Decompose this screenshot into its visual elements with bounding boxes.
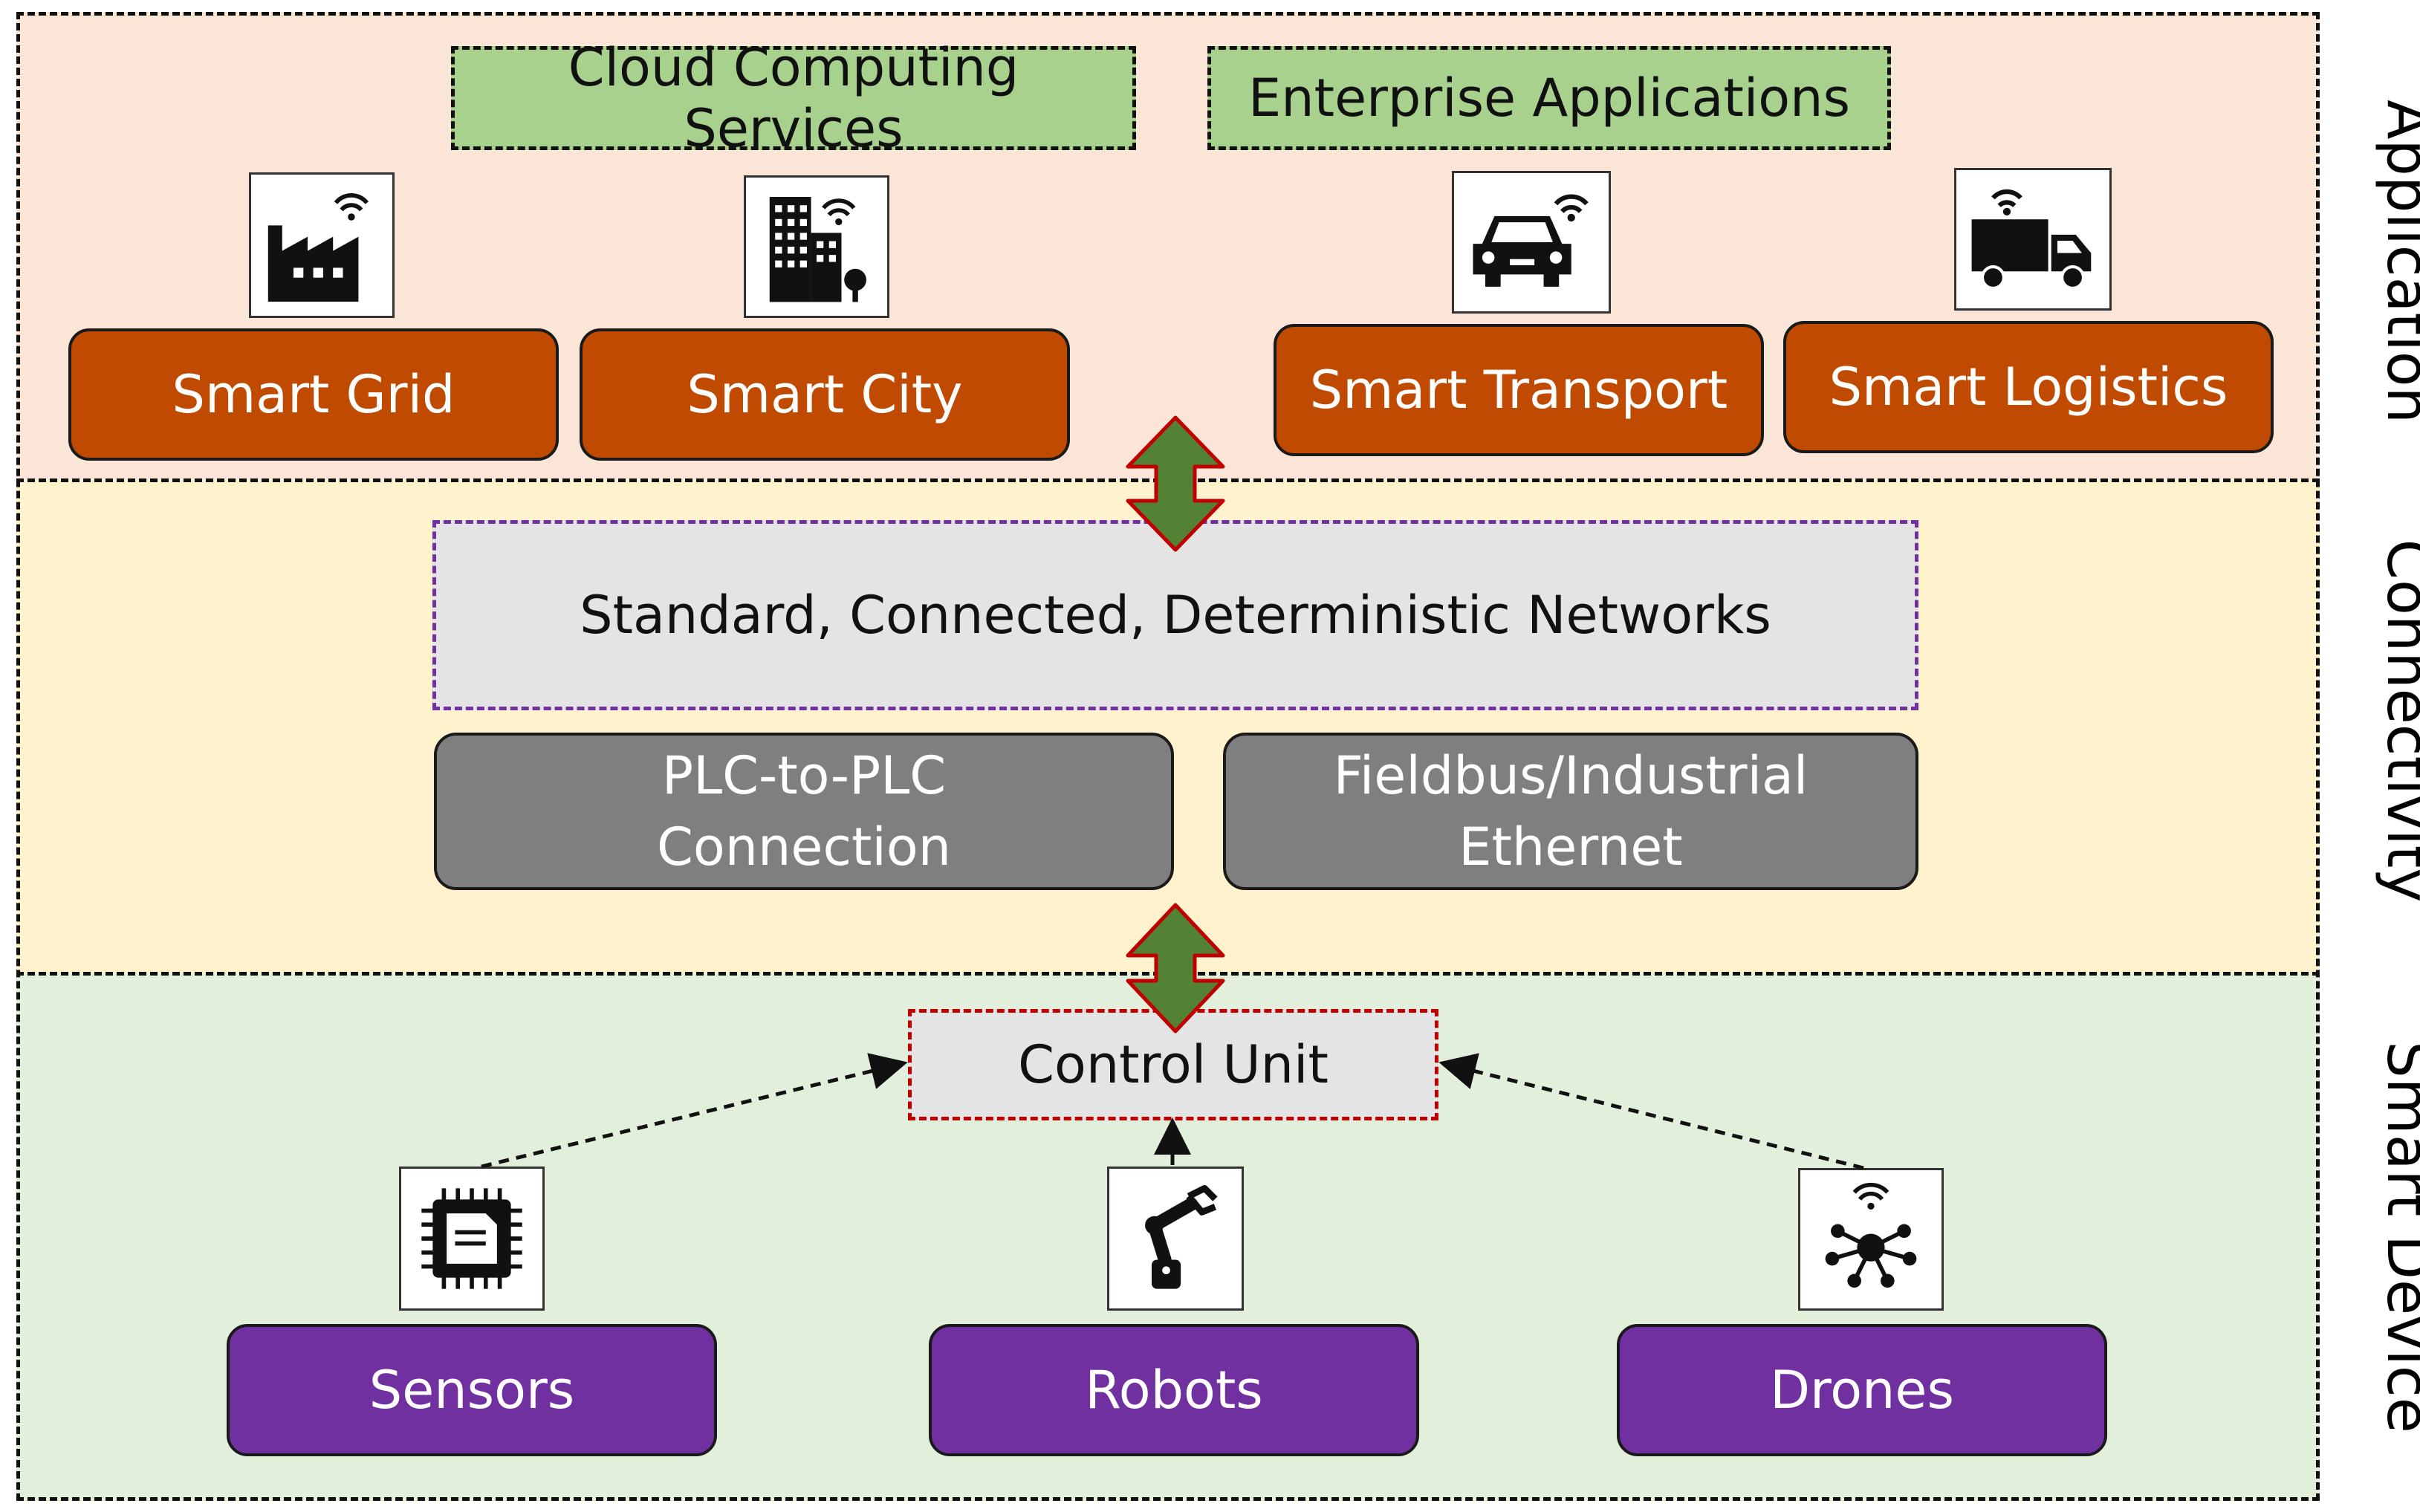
smart-logistics-button[interactable]: Smart Logistics	[1783, 321, 2274, 453]
drones-to-control-arrow	[1438, 1053, 1864, 1170]
smart-city-button[interactable]: Smart City	[580, 328, 1070, 461]
fieldbus-industrial-ethernet-button[interactable]: Fieldbus/Industrial Ethernet	[1223, 733, 1918, 890]
chip-icon	[399, 1167, 545, 1311]
connectivity-device-double-arrow	[1126, 903, 1225, 1034]
sensors-button[interactable]: Sensors	[227, 1324, 717, 1456]
plc-to-plc-connection-button[interactable]: PLC-to-PLC Connection	[434, 733, 1174, 890]
enterprise-applications-box[interactable]: Enterprise Applications	[1207, 46, 1891, 150]
network-hub-wifi-icon	[1798, 1168, 1944, 1311]
truck-wifi-icon	[1954, 168, 2112, 311]
sensors-to-control-arrow	[481, 1053, 908, 1169]
robot-arm-icon	[1107, 1167, 1244, 1311]
smart-grid-button[interactable]: Smart Grid	[68, 328, 559, 461]
cloud-computing-services-box[interactable]: Cloud Computing Services	[451, 37, 1136, 159]
factory-wifi-icon	[249, 172, 395, 318]
robots-button[interactable]: Robots	[929, 1324, 1419, 1456]
smart-transport-button[interactable]: Smart Transport	[1274, 324, 1764, 456]
application-connectivity-double-arrow	[1126, 415, 1225, 552]
city-building-wifi-icon	[744, 175, 889, 318]
car-wifi-icon	[1452, 171, 1611, 314]
drones-button[interactable]: Drones	[1617, 1324, 2107, 1456]
